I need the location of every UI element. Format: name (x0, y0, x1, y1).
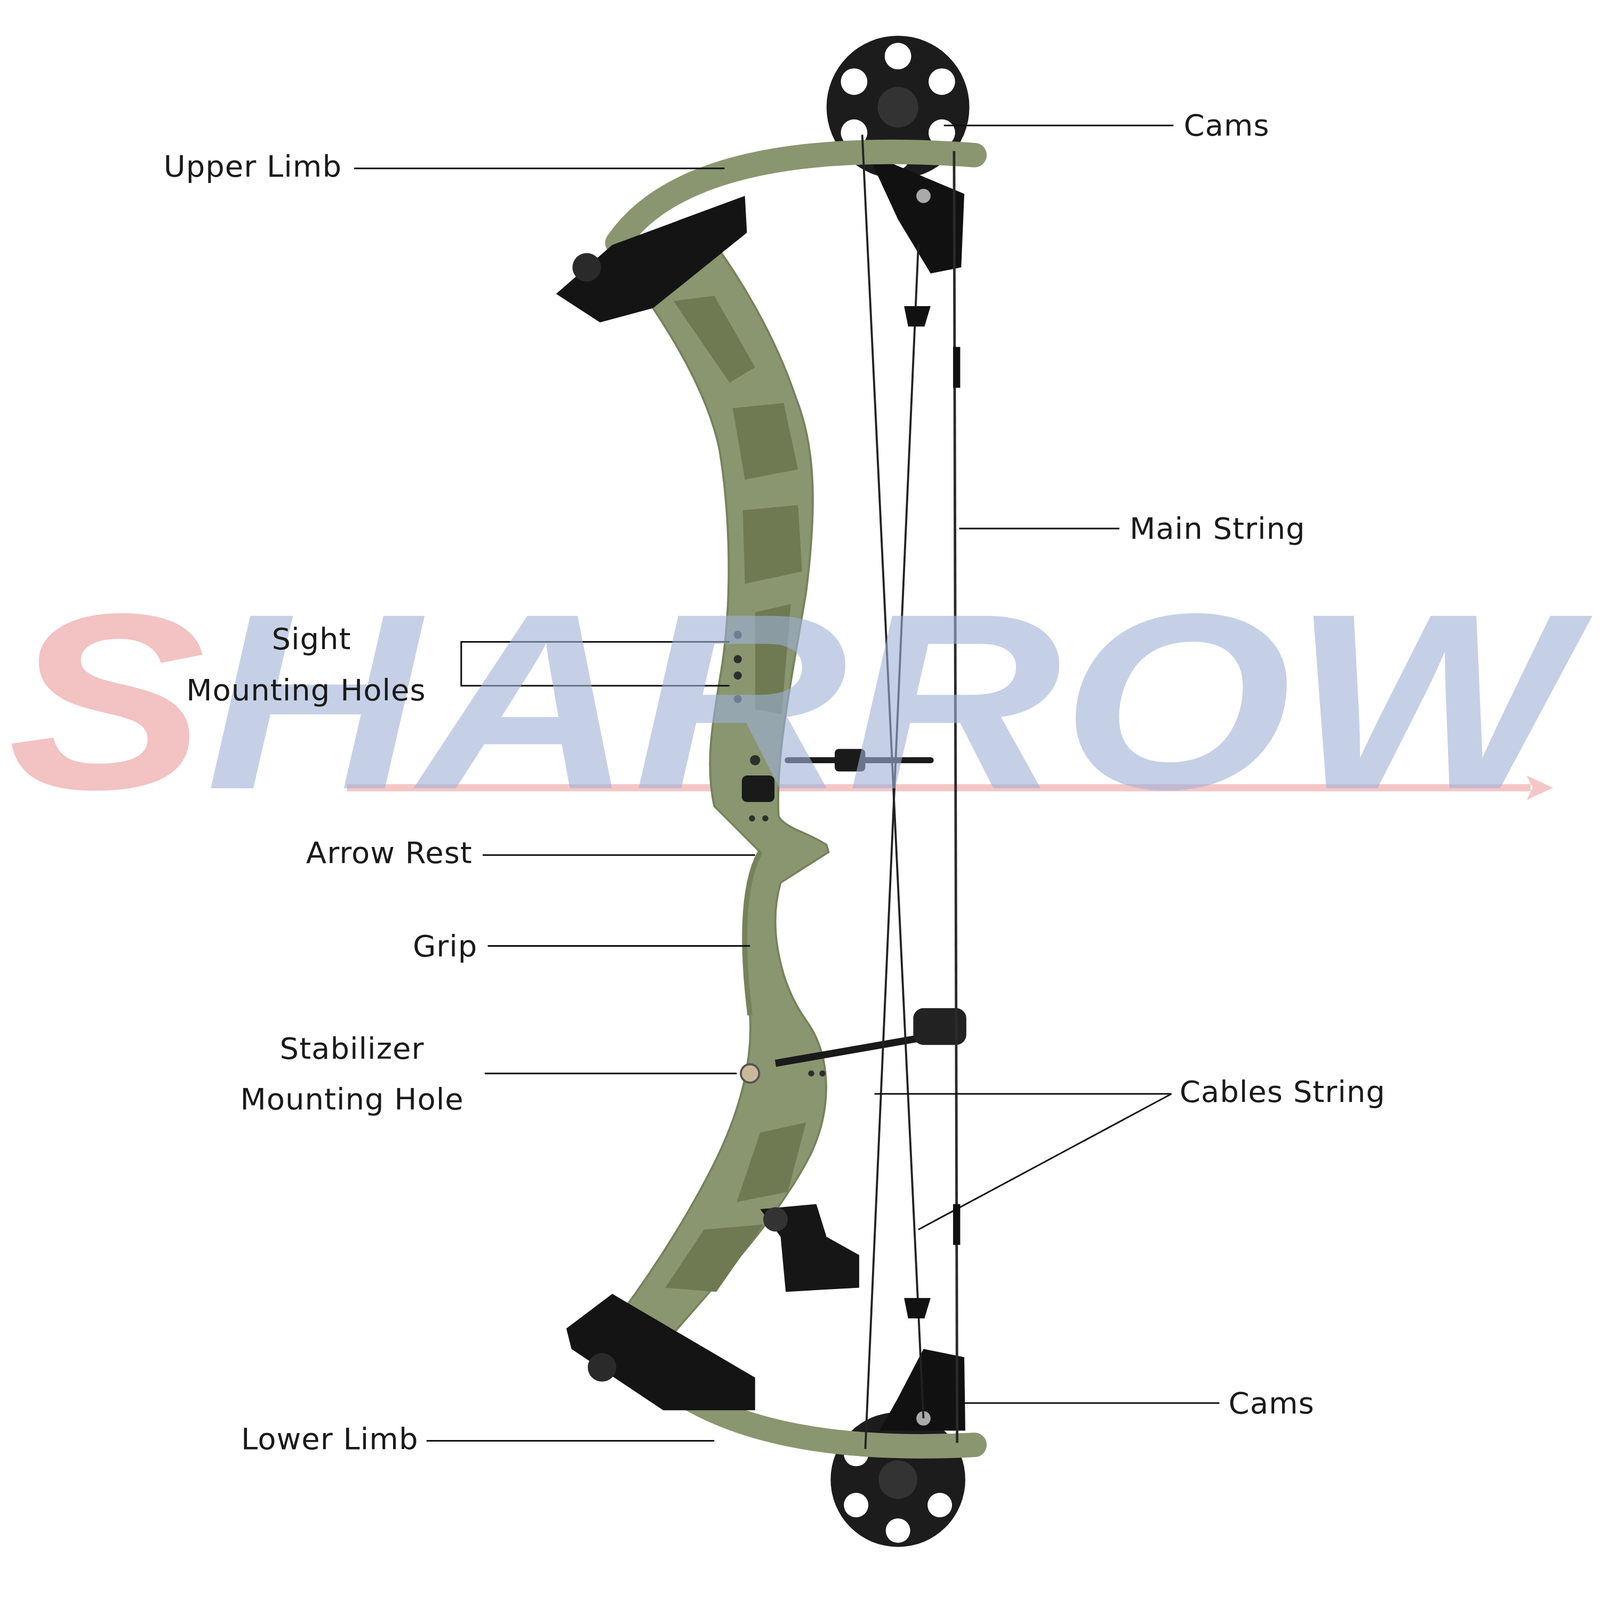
part-label: Stabilizer Mounting Hole (239, 1022, 465, 1125)
cam-hole (927, 1492, 952, 1518)
part-label: Cams (1228, 1384, 1315, 1422)
cam-module (867, 153, 965, 274)
leader-line (944, 124, 1174, 127)
part-label: Cams (1183, 106, 1270, 144)
leader-line (354, 167, 725, 170)
leader-line (958, 528, 1119, 530)
cam-hole (843, 1492, 869, 1518)
cam-hole (885, 1518, 911, 1543)
limb-pocket (556, 195, 748, 323)
part-label: Main String (1129, 509, 1306, 548)
leader-line (918, 1093, 1172, 1230)
leader-line (484, 1072, 738, 1075)
string-serving (953, 347, 960, 389)
cam-hole (841, 68, 868, 95)
riser-window (732, 403, 798, 480)
riser-window (742, 505, 803, 584)
cam-axle (916, 188, 931, 204)
part-label: Grip (412, 927, 478, 965)
part-label: Sight Mounting Holes (185, 613, 427, 715)
limb-pocket (566, 1293, 756, 1411)
accessory-hole (819, 1070, 826, 1077)
quiver-mount (760, 1204, 860, 1293)
cable-splitter (904, 1298, 931, 1319)
leader-line (958, 1402, 1220, 1404)
part-label: Upper Limb (163, 147, 342, 186)
accessory-hole (808, 1070, 814, 1077)
cam-hole (928, 68, 956, 95)
cam-hub (878, 1460, 918, 1500)
quiver-knob (763, 1206, 788, 1232)
part-label: Cables String (1179, 1073, 1386, 1111)
leader-line (482, 854, 756, 856)
grip-edge (744, 852, 760, 1016)
riser-window (673, 296, 756, 383)
part-label: Arrow Rest (306, 834, 473, 872)
stabilizer-hole (740, 1064, 759, 1083)
leader-line (488, 945, 751, 947)
leader-line (874, 1092, 1172, 1095)
cam-hole (884, 42, 912, 70)
leader-line (426, 1440, 715, 1442)
stabilizer-rod (775, 1038, 917, 1064)
cam-hub (877, 86, 919, 128)
riser-window (665, 1224, 764, 1292)
part-label: Lower Limb (241, 1420, 419, 1458)
riser-window (736, 1122, 806, 1203)
stabilizer-weight (913, 1008, 966, 1045)
limb-bolt (587, 1353, 617, 1382)
cable (865, 244, 918, 1450)
cable-splitter (904, 306, 931, 327)
limb-bolt (572, 252, 602, 282)
